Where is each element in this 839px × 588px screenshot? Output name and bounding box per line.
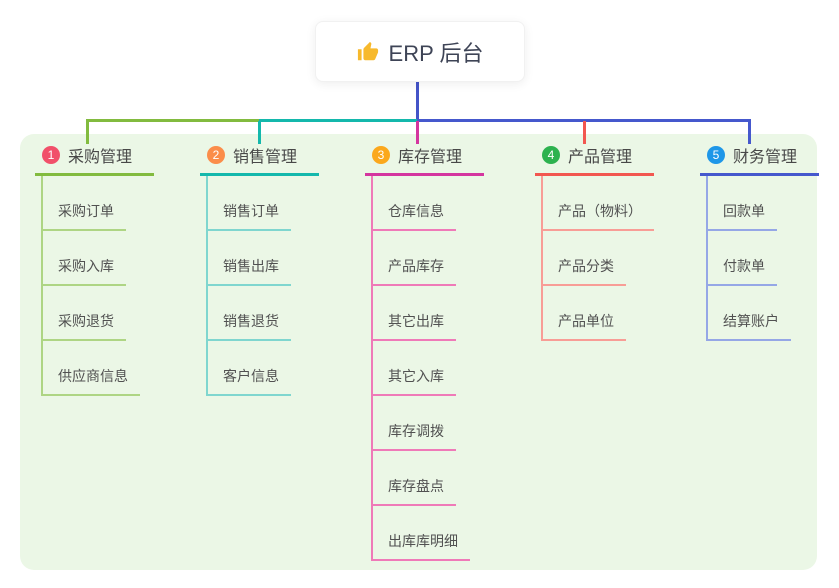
- subtopic-label: 库存盘点: [388, 478, 444, 494]
- subtopic-item[interactable]: 产品库存: [371, 231, 456, 286]
- trunk-segment: [417, 119, 751, 122]
- subtopic-label: 仓库信息: [388, 203, 444, 219]
- subtopic-label: 销售退货: [223, 313, 279, 329]
- subtopic-label: 供应商信息: [58, 368, 128, 384]
- subtopic-item[interactable]: 其它出库: [371, 286, 456, 341]
- trunk-segment: [86, 119, 261, 122]
- branch-subtree: 产品（物料） 产品分类产品单位: [535, 176, 654, 341]
- subtopic-label: 销售订单: [223, 203, 279, 219]
- branch-number-badge: 5: [707, 146, 725, 164]
- subtopic-item[interactable]: 其它入库: [371, 341, 456, 396]
- subtopic-label: 产品（物料）: [558, 203, 642, 219]
- subtopic-label: 产品单位: [558, 313, 614, 329]
- subtopic-item[interactable]: 供应商信息: [41, 341, 140, 396]
- branch-subtree: 仓库信息产品库存其它出库其它入库库存调拨库存盘点出库库明细: [365, 176, 484, 561]
- branch-topic[interactable]: 3 库存管理: [365, 144, 484, 176]
- subtopic-item[interactable]: 产品单位: [541, 286, 626, 341]
- subtopic-item[interactable]: 客户信息: [206, 341, 291, 396]
- branch-connector-line: [706, 176, 708, 341]
- branch-topic[interactable]: 2 销售管理: [200, 144, 319, 176]
- subtopic-item[interactable]: 仓库信息: [371, 176, 456, 231]
- branch-drop-line: [416, 121, 419, 144]
- subtopic-label: 销售出库: [223, 258, 279, 274]
- subtopic-label: 库存调拨: [388, 423, 444, 439]
- subtopic-item[interactable]: 销售退货: [206, 286, 291, 341]
- subtopic-label: 其它出库: [388, 313, 444, 329]
- subtopic-item[interactable]: 产品分类: [541, 231, 626, 286]
- branch-subtree: 回款单付款单结算账户: [700, 176, 819, 341]
- branches-panel: [20, 134, 817, 570]
- subtopic-item[interactable]: 采购订单: [41, 176, 126, 231]
- subtopic-label: 结算账户: [723, 313, 779, 329]
- branch: 1 采购管理 采购订单采购入库采购退货供应商信息: [35, 144, 154, 396]
- branch-connector-line: [371, 176, 373, 561]
- branch-subtree: 采购订单采购入库采购退货供应商信息: [35, 176, 154, 396]
- subtopic-item[interactable]: 出库库明细: [371, 506, 470, 561]
- branch-drop-line: [86, 121, 89, 144]
- branch-number-badge: 4: [542, 146, 560, 164]
- root-topic[interactable]: ERP 后台: [315, 21, 525, 82]
- root-topic-label: ERP 后台: [388, 40, 484, 66]
- branch: 3 库存管理 仓库信息产品库存其它出库其它入库库存调拨库存盘点出库库明细: [365, 144, 484, 561]
- subtopic-item[interactable]: 回款单: [706, 176, 777, 231]
- root-stem-line: [416, 80, 419, 122]
- subtopic-item[interactable]: 付款单: [706, 231, 777, 286]
- subtopic-item[interactable]: 结算账户: [706, 286, 791, 341]
- subtopic-label: 其它入库: [388, 368, 444, 384]
- branch-number-badge: 3: [372, 146, 390, 164]
- branch-drop-line: [258, 121, 261, 144]
- subtopic-label: 付款单: [723, 258, 765, 274]
- branch-title: 财务管理: [733, 149, 798, 166]
- subtopic-label: 采购订单: [58, 203, 114, 219]
- subtopic-label: 产品分类: [558, 258, 614, 274]
- branch-title: 库存管理: [398, 149, 463, 166]
- subtopic-label: 回款单: [723, 203, 765, 219]
- branch-topic[interactable]: 4 产品管理: [535, 144, 654, 176]
- subtopic-item[interactable]: 采购入库: [41, 231, 126, 286]
- branch-topic[interactable]: 5 财务管理: [700, 144, 819, 176]
- branch-subtree: 销售订单销售出库销售退货客户信息: [200, 176, 319, 396]
- branch: 5 财务管理 回款单付款单结算账户: [700, 144, 819, 341]
- subtopic-label: 客户信息: [223, 368, 279, 384]
- branch-drop-line: [748, 121, 751, 144]
- subtopic-item[interactable]: 产品（物料）: [541, 176, 654, 231]
- trunk-segment: [259, 119, 419, 122]
- subtopic-label: 采购入库: [58, 258, 114, 274]
- subtopic-label: 产品库存: [388, 258, 444, 274]
- subtopic-item[interactable]: 销售订单: [206, 176, 291, 231]
- branch-drop-line: [583, 121, 586, 144]
- branch-title: 产品管理: [568, 149, 633, 166]
- branch-connector-line: [206, 176, 208, 396]
- branch-title: 销售管理: [233, 149, 298, 166]
- branch-title: 采购管理: [68, 149, 133, 166]
- subtopic-label: 采购退货: [58, 313, 114, 329]
- branch-number-badge: 1: [42, 146, 60, 164]
- subtopic-item[interactable]: 销售出库: [206, 231, 291, 286]
- subtopic-item[interactable]: 库存调拨: [371, 396, 456, 451]
- branch-topic[interactable]: 1 采购管理: [35, 144, 154, 176]
- branch-number-badge: 2: [207, 146, 225, 164]
- subtopic-item[interactable]: 库存盘点: [371, 451, 456, 506]
- branch-connector-line: [541, 176, 543, 341]
- branch: 4 产品管理 产品（物料） 产品分类产品单位: [535, 144, 654, 341]
- subtopic-label: 出库库明细: [388, 533, 458, 549]
- subtopic-item[interactable]: 采购退货: [41, 286, 126, 341]
- thumbs-up-icon: [357, 41, 379, 63]
- branch-connector-line: [41, 176, 43, 396]
- branch: 2 销售管理 销售订单销售出库销售退货客户信息: [200, 144, 319, 396]
